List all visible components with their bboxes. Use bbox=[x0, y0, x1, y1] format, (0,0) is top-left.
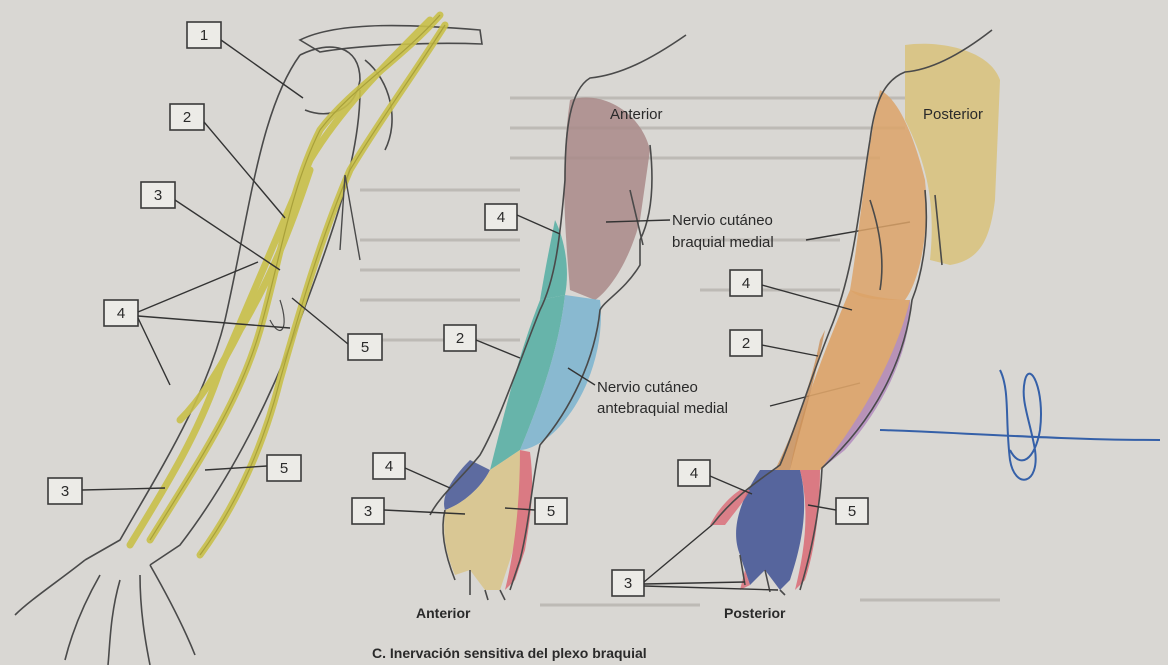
marker-2: 2 bbox=[170, 104, 285, 218]
posterior-bottom-label: Posterior bbox=[724, 605, 786, 621]
svg-text:4: 4 bbox=[742, 275, 750, 292]
svg-text:Posterior: Posterior bbox=[923, 106, 983, 123]
svg-text:4: 4 bbox=[117, 305, 125, 322]
svg-text:2: 2 bbox=[456, 330, 464, 347]
anterior-marker-4: 4 bbox=[485, 204, 560, 234]
svg-text:Nervio cutáneo: Nervio cutáneo bbox=[597, 379, 698, 396]
posterior-top-label: Posterior bbox=[923, 106, 983, 123]
svg-text:5: 5 bbox=[848, 503, 856, 520]
svg-text:3: 3 bbox=[624, 575, 632, 592]
svg-text:5: 5 bbox=[547, 503, 555, 520]
posterior-marker-2: 2 bbox=[730, 330, 818, 356]
marker-3-upper: 3 bbox=[141, 182, 280, 270]
anterior-bottom-label: Anterior bbox=[416, 605, 471, 621]
svg-text:5: 5 bbox=[361, 339, 369, 356]
svg-text:3: 3 bbox=[364, 503, 372, 520]
svg-text:Posterior: Posterior bbox=[724, 605, 786, 621]
svg-text:4: 4 bbox=[497, 209, 505, 226]
svg-text:2: 2 bbox=[183, 109, 191, 126]
anterior-marker-4-hand: 4 bbox=[373, 453, 450, 488]
svg-text:3: 3 bbox=[154, 187, 162, 204]
svg-text:antebraquial medial: antebraquial medial bbox=[597, 400, 728, 417]
svg-text:4: 4 bbox=[690, 465, 698, 482]
svg-text:4: 4 bbox=[385, 458, 393, 475]
anterior-top-label: Anterior bbox=[610, 106, 663, 123]
svg-text:C. Inervación sensitiva del pl: C. Inervación sensitiva del plexo braqui… bbox=[372, 645, 647, 661]
posterior-marker-4-hand: 4 bbox=[678, 460, 752, 494]
svg-text:Anterior: Anterior bbox=[610, 106, 663, 123]
signature-scribble bbox=[880, 370, 1160, 480]
svg-text:1: 1 bbox=[200, 27, 208, 44]
svg-text:braquial medial: braquial medial bbox=[672, 234, 774, 251]
svg-text:Anterior: Anterior bbox=[416, 605, 471, 621]
marker-1: 1 bbox=[187, 22, 303, 98]
svg-text:3: 3 bbox=[61, 483, 69, 500]
svg-text:Nervio cutáneo: Nervio cutáneo bbox=[672, 212, 773, 229]
svg-text:2: 2 bbox=[742, 335, 750, 352]
figure-caption: C. Inervación sensitiva del plexo braqui… bbox=[372, 645, 647, 661]
svg-text:5: 5 bbox=[280, 460, 288, 477]
